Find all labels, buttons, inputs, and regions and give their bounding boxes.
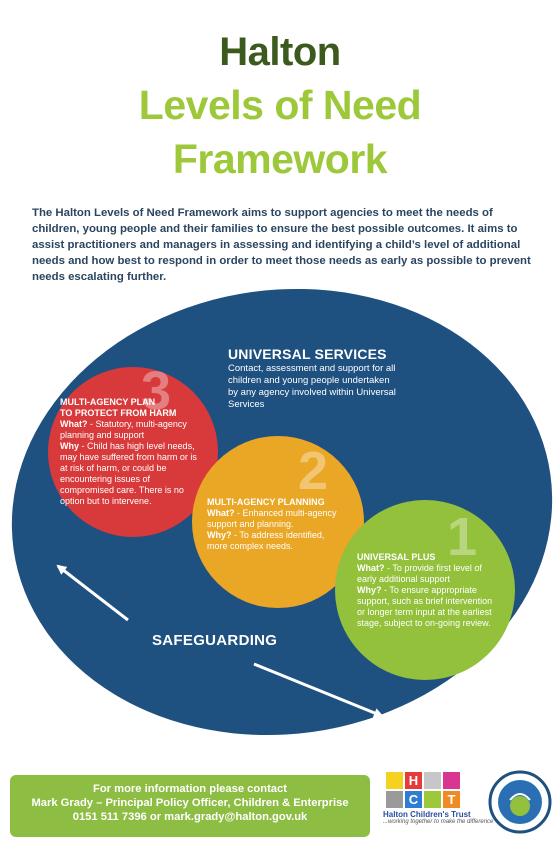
level-3-number: 3: [141, 361, 172, 421]
level-1-title: UNIVERSAL PLUS: [357, 552, 436, 562]
contact-line-1: For more information please contact: [93, 783, 287, 795]
trust-logo-tile: [424, 772, 441, 789]
level-3-title-line-2: TO PROTECT FROM HARM: [60, 408, 177, 418]
level-3-why-label: Why: [60, 441, 79, 451]
level-3-text: MULTI-AGENCY PLAN TO PROTECT FROM HARM W…: [60, 397, 205, 507]
title-line-2: Levels of Need: [138, 82, 422, 128]
trust-logo-tile: [386, 772, 403, 789]
level-1-what-label: What?: [357, 563, 385, 573]
level-3-what-label: What?: [60, 419, 88, 429]
level-2-circle: [192, 436, 364, 608]
trust-logo-tile: [424, 791, 441, 808]
trust-logo-tile: [443, 772, 460, 789]
level-2-number: 2: [298, 441, 329, 501]
level-2-text: MULTI-AGENCY PLANNING What? - Enhanced m…: [207, 497, 342, 552]
trust-tagline: ...working together to make the differen…: [383, 819, 494, 825]
level-2-why-label: Why?: [207, 530, 232, 540]
level-1-circle: [335, 500, 515, 680]
level-1-why: - To ensure appropriate support, such as…: [357, 585, 493, 628]
safeguarding-label: SAFEGUARDING: [152, 632, 278, 649]
intro-paragraph: The Halton Levels of Need Framework aims…: [32, 207, 531, 283]
double-arrow-icon: [253, 662, 384, 718]
trust-logo-letter-h: H: [405, 772, 422, 789]
contact-box: For more information please contact Mark…: [10, 775, 370, 837]
trust-logo-letter-c: C: [405, 791, 422, 808]
trust-logo-letter-t: T: [443, 791, 460, 808]
trust-name: Halton Children's Trust: [383, 810, 471, 819]
double-arrow-icon: [56, 564, 129, 622]
level-3-title-line-1: MULTI-AGENCY PLAN: [60, 397, 156, 407]
level-1-text: UNIVERSAL PLUS What? - To provide first …: [357, 552, 497, 629]
level-1-what: - To provide first level of early additi…: [357, 563, 482, 584]
level-1-why-label: Why?: [357, 585, 382, 595]
contact-line-3: 0151 511 7396 or mark.grady@halton.gov.u…: [72, 811, 308, 823]
trust-logo-tile: [386, 791, 403, 808]
universal-services-description: Contact, assessment and support for all …: [228, 363, 396, 410]
level-3-what: - Statutory, multi-agency planning and s…: [60, 419, 187, 440]
title-line-1: Halton: [219, 30, 341, 74]
level-2-why: - To address identified, more complex ne…: [207, 530, 325, 551]
halton-council-logo: [488, 770, 552, 834]
levels-diagram: [11, 288, 553, 736]
level-3-why: - Child has high level needs, may have s…: [60, 441, 197, 506]
title-line-3: Framework: [172, 136, 388, 182]
contact-line-2: Mark Grady – Principal Policy Officer, C…: [31, 797, 349, 809]
level-2-what: - Enhanced multi-agency support and plan…: [207, 508, 337, 529]
level-3-circle: [48, 367, 218, 537]
level-2-title: MULTI-AGENCY PLANNING: [207, 497, 325, 507]
level-1-number: 1: [447, 507, 478, 567]
universal-services-title: UNIVERSAL SERVICES: [228, 346, 387, 362]
level-2-what-label: What?: [207, 508, 235, 518]
childrens-trust-logo: H C T Halton Children's Trust ...working…: [383, 772, 494, 840]
